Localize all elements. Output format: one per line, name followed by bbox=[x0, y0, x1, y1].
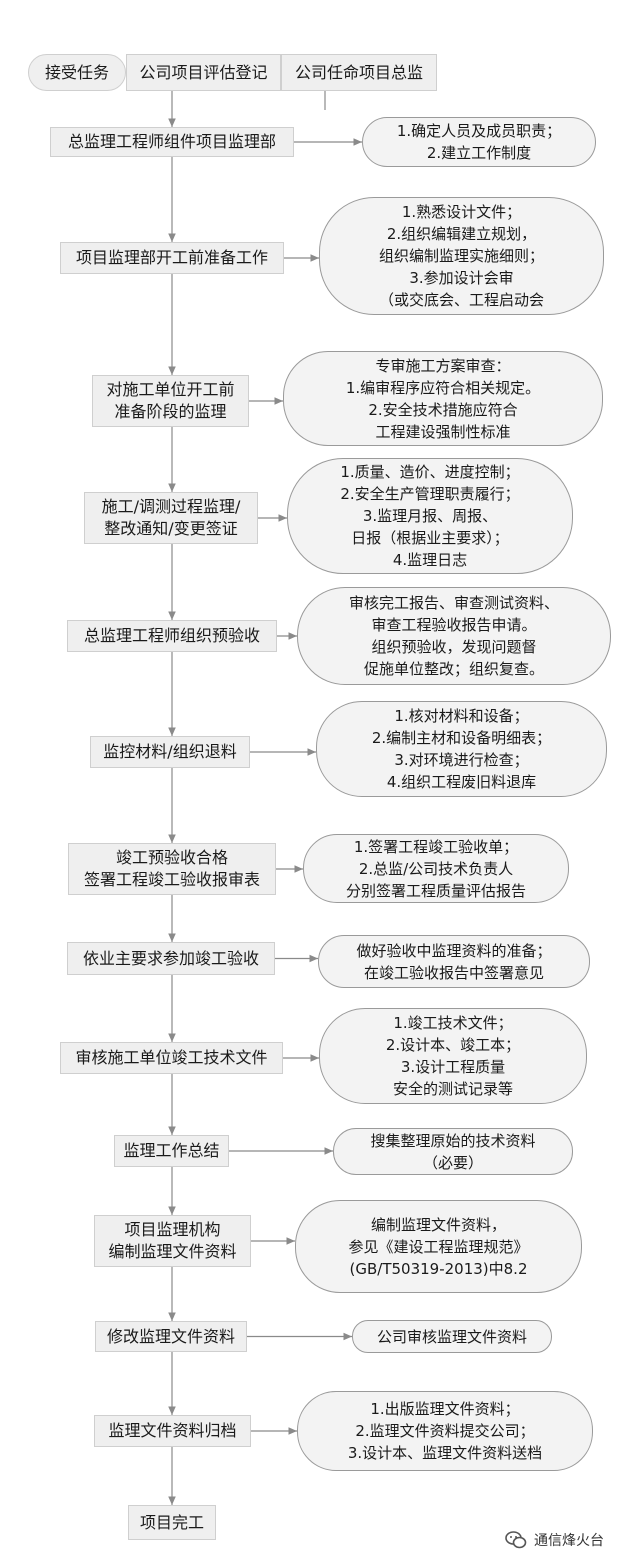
note-9-line-3: 3.设计工程质量 bbox=[400, 1058, 506, 1076]
note-5-line-1: 审核完工报告、审查测试资料、 bbox=[348, 594, 559, 612]
step-note-12: 公司审核监理文件资料 bbox=[352, 1320, 552, 1353]
note-6-line-3: 3.对环境进行检查； bbox=[394, 751, 529, 769]
watermark: 通信烽火台 bbox=[504, 1528, 634, 1552]
note-3-line-2: 1.编审程序应符合相关规定。 bbox=[345, 378, 541, 397]
note-1-line-1: 1.确定人员及成员职责； bbox=[396, 122, 562, 140]
note-13-line-1: 1.出版监理文件资料； bbox=[370, 1400, 520, 1418]
step-box-12: 修改监理文件资料 bbox=[95, 1321, 247, 1352]
step-11-line-1: 项目监理机构 bbox=[124, 1220, 221, 1239]
note-12-line-1: 公司审核监理文件资料 bbox=[376, 1327, 527, 1346]
company-appoint-node: 公司任命项目总监 bbox=[281, 54, 437, 91]
note-4-line-4: 日报（根据业主要求）； bbox=[351, 529, 509, 547]
note-6-line-4: 4.组织工程废旧料退库 bbox=[386, 773, 537, 791]
step-4-line-2: 整改通知/变更签证 bbox=[104, 519, 238, 538]
note-5-line-3: 组织预验收，发现问题督 bbox=[371, 638, 537, 656]
note-5-line-4: 促施单位整改；组织复查。 bbox=[363, 660, 544, 678]
note-7-line-3: 分别签署工程质量评估报告 bbox=[345, 881, 526, 900]
step-note-7: 1.签署工程竣工验收单； 2.总监/公司技术负责人分别签署工程质量评估报告 bbox=[303, 834, 569, 903]
note-5-line-2: 审查工程验收报告申请。 bbox=[371, 616, 537, 634]
step-note-2: 1.熟悉设计文件； 2.组织编辑建立规划， 组织编制监理实施细则； 3.参加设计会审 （… bbox=[319, 197, 604, 315]
step-box-10: 监理工作总结 bbox=[114, 1135, 229, 1167]
company-registration-node: 公司项目评估登记 bbox=[126, 54, 281, 91]
step-4-line-1: 施工/调测过程监理/ bbox=[101, 497, 241, 516]
step-6-line-1: 监控材料/组织退料 bbox=[103, 742, 237, 761]
note-8-line-2: 在竣工验收报告中签署意见 bbox=[363, 963, 544, 982]
note-2-line-3: 组织编制监理实施细则； bbox=[378, 247, 544, 265]
step-note-10: 搜集整理原始的技术资料 （必要） bbox=[333, 1128, 573, 1175]
step-2-line-1: 项目监理部开工前准备工作 bbox=[75, 248, 268, 267]
accept-task-node: 接受任务 bbox=[28, 54, 126, 91]
note-6-line-1: 1.核对材料和设备； bbox=[394, 707, 529, 725]
step-note-5: 审核完工报告、审查测试资料、审查工程验收报告申请。组织预验收，发现问题督促施单位… bbox=[297, 587, 611, 685]
note-2-line-2: 2.组织编辑建立规划， bbox=[386, 225, 537, 243]
company-registration-label: 公司项目评估登记 bbox=[139, 62, 268, 82]
note-8-line-1: 做好验收中监理资料的准备； bbox=[356, 941, 552, 960]
note-2-line-4: 3.参加设计会审 bbox=[409, 269, 514, 287]
company-appoint-label: 公司任命项目总监 bbox=[294, 62, 423, 82]
note-13-line-3: 3.设计本、监理文件资料送档 bbox=[347, 1444, 543, 1462]
note-7-line-2: 2.总监/公司技术负责人 bbox=[358, 859, 514, 878]
step-box-1: 总监理工程师组件项目监理部 bbox=[50, 127, 294, 157]
project-complete-label: 项目完工 bbox=[139, 1512, 204, 1532]
note-6-line-2: 2.编制主材和设备明细表； bbox=[371, 729, 552, 747]
note-11-line-1: 编制监理文件资料， bbox=[370, 1215, 506, 1234]
step-1-line-1: 总监理工程师组件项目监理部 bbox=[67, 132, 276, 151]
step-note-11: 编制监理文件资料， 参见《建设工程监理规范》 (GB/T50319-2013)中8.… bbox=[295, 1200, 582, 1293]
step-7-line-1: 竣工预验收合格 bbox=[115, 848, 228, 867]
step-note-9: 1.竣工技术文件； 2.设计本、竣工本； 3.设计工程质量安全的测试记录等 bbox=[319, 1008, 587, 1104]
accept-task-label: 接受任务 bbox=[44, 62, 109, 82]
step-box-2: 项目监理部开工前准备工作 bbox=[60, 242, 284, 274]
note-3-line-1: 专审施工方案审查： bbox=[375, 356, 511, 375]
step-note-13: 1.出版监理文件资料； 2.监理文件资料提交公司； 3.设计本、监理文件资料送档 bbox=[297, 1391, 593, 1471]
note-4-line-2: 2.安全生产管理职责履行； bbox=[340, 485, 520, 503]
step-box-3: 对施工单位开工前准备阶段的监理 bbox=[92, 375, 249, 427]
note-3-line-4: 工程建设强制性标准 bbox=[375, 422, 511, 441]
step-note-6: 1.核对材料和设备； 2.编制主材和设备明细表； 3.对环境进行检查； 4.组织工程废… bbox=[316, 701, 607, 797]
wechat-icon bbox=[505, 1531, 527, 1549]
note-2-line-1: 1.熟悉设计文件； bbox=[401, 203, 522, 221]
step-box-5: 总监理工程师组织预验收 bbox=[67, 620, 277, 652]
step-box-8: 依业主要求参加竣工验收 bbox=[67, 942, 275, 975]
note-4-line-3: 3.监理月报、周报、 bbox=[362, 507, 498, 525]
step-7-line-2: 签署工程竣工验收报审表 bbox=[83, 870, 260, 889]
note-2-line-5: （或交底会、工程启动会 bbox=[378, 291, 544, 309]
step-box-7: 竣工预验收合格签署工程竣工验收报审表 bbox=[68, 843, 276, 895]
note-9-line-1: 1.竣工技术文件； bbox=[393, 1014, 513, 1032]
step-note-8: 做好验收中监理资料的准备； 在竣工验收报告中签署意见 bbox=[318, 935, 590, 988]
note-11-line-3: (GB/T50319-2013)中8.2 bbox=[349, 1259, 528, 1278]
step-note-4: 1.质量、造价、进度控制； 2.安全生产管理职责履行； 3.监理月报、周报、日报（根… bbox=[287, 458, 573, 574]
step-note-1: 1.确定人员及成员职责； 2.建立工作制度 bbox=[362, 117, 596, 167]
note-9-line-4: 安全的测试记录等 bbox=[392, 1080, 513, 1098]
step-3-line-2: 准备阶段的监理 bbox=[114, 402, 227, 421]
step-box-11: 项目监理机构编制监理文件资料 bbox=[94, 1215, 251, 1267]
note-11-line-2: 参见《建设工程监理规范》 bbox=[348, 1237, 529, 1256]
watermark-text: 通信烽火台 bbox=[534, 1533, 604, 1549]
step-note-3: 专审施工方案审查： 1.编审程序应符合相关规定。 2.安全技术措施应符合工程建设强制… bbox=[283, 351, 603, 446]
step-13-line-1: 监理文件资料归档 bbox=[108, 1421, 237, 1440]
step-12-line-1: 修改监理文件资料 bbox=[106, 1326, 235, 1346]
project-complete-node: 项目完工 bbox=[128, 1505, 216, 1540]
note-7-line-1: 1.签署工程竣工验收单； bbox=[353, 837, 519, 856]
note-4-line-1: 1.质量、造价、进度控制； bbox=[340, 463, 520, 481]
note-10-line-2: （必要） bbox=[422, 1153, 483, 1172]
note-13-line-2: 2.监理文件资料提交公司； bbox=[355, 1422, 535, 1440]
step-10-line-1: 监理工作总结 bbox=[123, 1141, 220, 1160]
note-4-line-5: 4.监理日志 bbox=[392, 551, 468, 569]
step-11-line-2: 编制监理文件资料 bbox=[108, 1242, 237, 1261]
note-9-line-2: 2.设计本、竣工本； bbox=[385, 1036, 521, 1054]
note-3-line-3: 2.安全技术措施应符合 bbox=[368, 400, 518, 419]
note-10-line-1: 搜集整理原始的技术资料 bbox=[370, 1131, 536, 1150]
step-box-4: 施工/调测过程监理/整改通知/变更签证 bbox=[84, 492, 258, 544]
step-9-line-1: 审核施工单位竣工技术文件 bbox=[75, 1048, 268, 1067]
step-box-6: 监控材料/组织退料 bbox=[90, 736, 250, 768]
step-3-line-1: 对施工单位开工前 bbox=[106, 380, 235, 399]
step-box-9: 审核施工单位竣工技术文件 bbox=[60, 1042, 283, 1074]
note-1-line-2: 2.建立工作制度 bbox=[426, 144, 532, 162]
step-5-line-1: 总监理工程师组织预验收 bbox=[83, 626, 260, 645]
step-8-line-1: 依业主要求参加竣工验收 bbox=[82, 948, 259, 968]
step-box-13: 监理文件资料归档 bbox=[94, 1415, 251, 1447]
